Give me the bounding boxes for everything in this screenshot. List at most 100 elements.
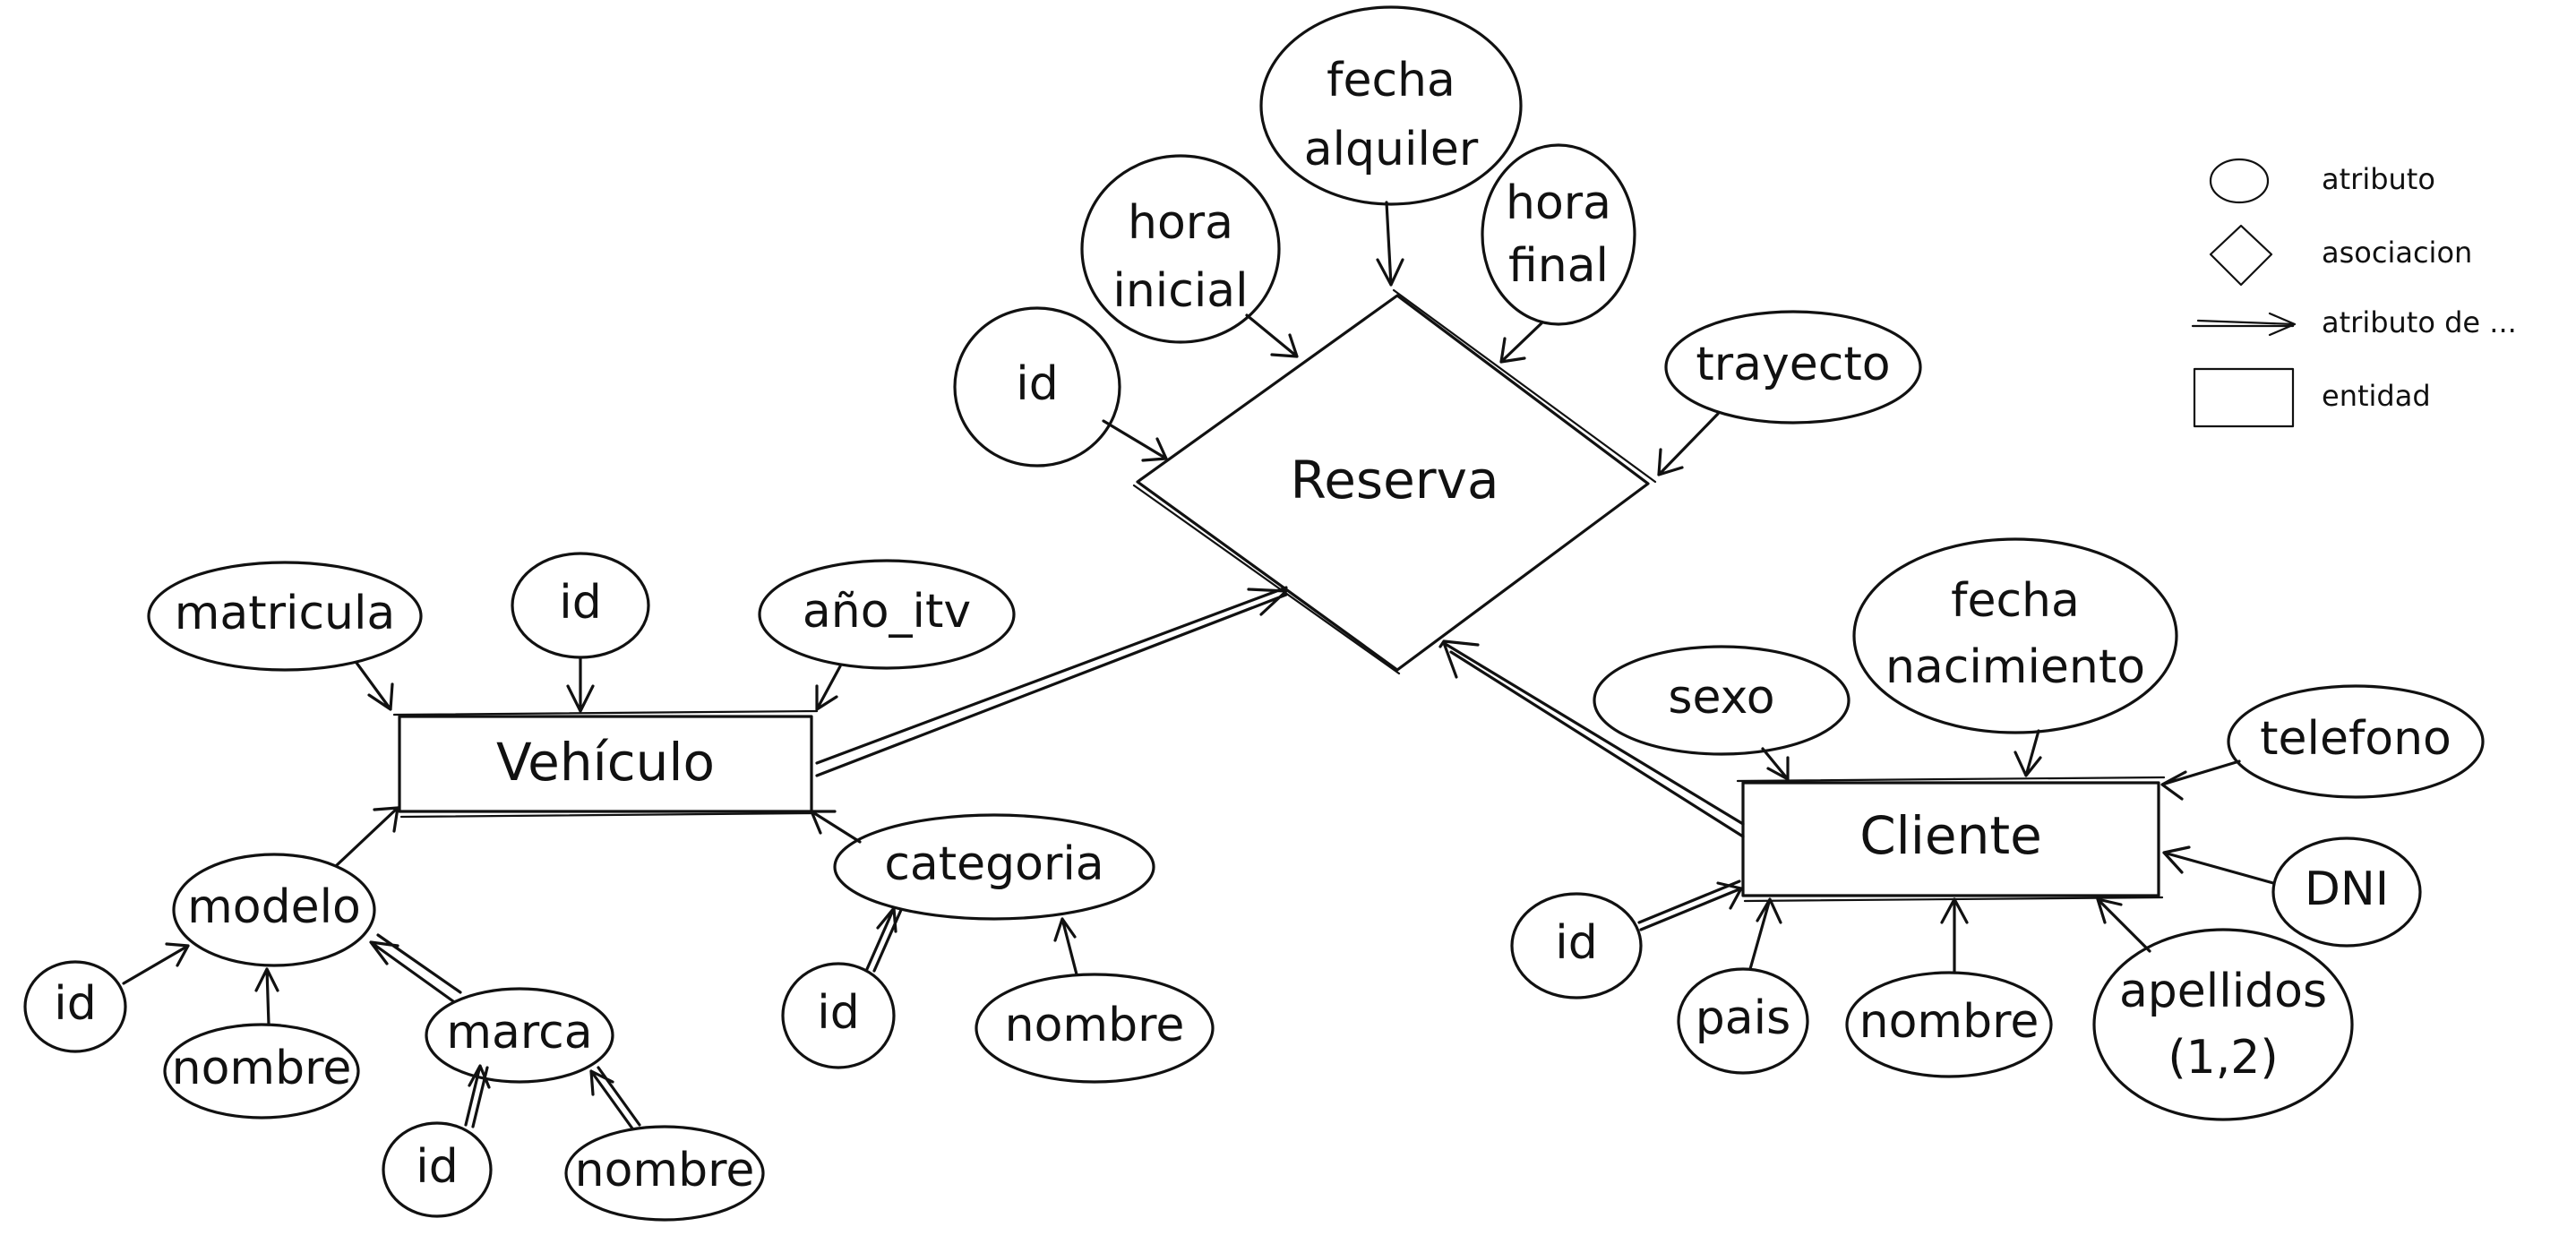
edge-hora-final-reserva	[1499, 321, 1544, 364]
edge-modelo-id	[122, 942, 190, 985]
edge-hora-inicial-reserva	[1245, 313, 1299, 358]
edge-categoria-vehiculo	[810, 810, 862, 844]
attr-reserva-id-label: id	[1016, 357, 1058, 411]
edge-dni-cliente	[2162, 845, 2275, 885]
attr-cliente-id: id	[1510, 892, 1643, 999]
edge-anio-itv-vehiculo	[815, 665, 842, 711]
legend: atributo asociacion atributo de ... enti…	[2191, 158, 2517, 428]
attr-categoria-label: categoria	[884, 837, 1103, 891]
legend-association-symbol	[2209, 224, 2273, 287]
entity-cliente: Cliente	[1736, 776, 2166, 903]
attr-marca-id-label: id	[416, 1140, 458, 1194]
attr-reserva-trayecto-label: trayecto	[1696, 338, 1890, 391]
attr-reserva-hora-inicial-line2: inicial	[1112, 264, 1248, 318]
attr-cliente-pais-label: pais	[1696, 991, 1790, 1045]
attr-vehiculo-id: id	[511, 552, 650, 659]
attr-marca-id: id	[382, 1121, 493, 1218]
edge-sexo-cliente	[1761, 747, 1790, 781]
legend-attribute-of-arrow	[2191, 312, 2297, 337]
attr-cliente-dni: DNI	[2271, 836, 2422, 948]
attr-cliente-nacimiento-line2: nacimiento	[1885, 640, 2145, 694]
cliente-box	[1741, 781, 2160, 897]
attr-cliente-apellidos-line1: apellidos	[2119, 965, 2327, 1018]
attr-cliente-nombre-label: nombre	[1859, 995, 2039, 1049]
edge-id-reserva	[1102, 419, 1168, 462]
legend-attribute-of-label: atributo de ...	[2322, 305, 2517, 339]
attr-vehiculo-anio-itv-label: año_itv	[803, 585, 971, 639]
attr-reserva-fecha-alquiler: fecha alquiler	[1259, 5, 1523, 206]
edge-trayecto-reserva	[1657, 412, 1720, 476]
attr-cliente-id-label: id	[1555, 916, 1597, 970]
edge-id-cliente	[1637, 879, 1743, 931]
edge-pais-cliente	[1748, 897, 1782, 971]
reserva-diamond-sketch	[1132, 288, 1657, 675]
attr-cliente-nombre: nombre	[1845, 971, 2053, 1078]
edge-fecha-alquiler-reserva	[1376, 201, 1404, 287]
attr-reserva-hora-final-line2: final	[1508, 239, 1609, 293]
attr-reserva-hora-inicial-line1: hora	[1128, 196, 1233, 250]
attr-modelo-id: id	[23, 960, 127, 1053]
attr-reserva-id: id	[953, 306, 1121, 468]
attr-vehiculo-anio-itv: año_itv	[758, 559, 1016, 670]
attr-reserva-fecha-line1: fecha	[1327, 54, 1455, 107]
edge-nombre-cliente	[1940, 897, 1969, 974]
attr-cliente-apellidos: apellidos (1,2)	[2092, 928, 2354, 1121]
edge-telefono-cliente	[2160, 759, 2241, 801]
attr-marca-nombre: nombre	[564, 1125, 765, 1222]
attr-cliente-apellidos-line2: (1,2)	[2168, 1031, 2278, 1085]
legend-entity-symbol	[2193, 367, 2295, 428]
edge-categoria-nombre	[1053, 917, 1078, 976]
reserva-diamond	[1136, 294, 1650, 672]
edge-marca-id	[464, 1064, 491, 1128]
edge-vehiculo-reserva	[815, 586, 1288, 777]
legend-entity-label: entidad	[2322, 379, 2431, 413]
attr-cliente-sexo-label: sexo	[1668, 671, 1774, 725]
vehiculo-label: Vehículo	[496, 732, 715, 793]
edge-modelo-nombre	[254, 967, 279, 1026]
attr-cliente-pais: pais	[1677, 967, 1809, 1075]
attr-marca-nombre-label: nombre	[575, 1144, 755, 1197]
attr-cliente-fecha-line1: fecha	[1951, 574, 2080, 628]
attr-cliente-telefono-label: telefono	[2260, 712, 2451, 766]
cliente-label: Cliente	[1859, 805, 2042, 866]
attr-reserva-hora-final-line1: hora	[1506, 176, 1611, 230]
edge-marca-modelo	[369, 933, 462, 1003]
edge-cliente-reserva	[1438, 639, 1745, 838]
attr-marca-label: marca	[446, 1006, 592, 1060]
attr-cliente-fecha-nacimiento: fecha nacimiento	[1852, 537, 2178, 734]
attr-modelo-marca: marca	[425, 987, 614, 1084]
reserva-label: Reserva	[1291, 450, 1499, 510]
attr-categoria-id: id	[781, 962, 896, 1069]
entity-vehiculo: Vehículo	[392, 709, 819, 819]
attr-cliente-sexo: sexo	[1593, 645, 1850, 756]
edge-id-vehiculo	[566, 656, 595, 713]
attr-cliente-dni-label: DNI	[2305, 862, 2389, 916]
vehiculo-box	[398, 715, 813, 813]
attr-modelo-id-label: id	[54, 977, 96, 1031]
legend-attribute-symbol	[2209, 158, 2270, 204]
attr-modelo-nombre-label: nombre	[172, 1042, 352, 1095]
attr-vehiculo-matricula-label: matricula	[175, 587, 396, 640]
edge-categoria-id	[865, 906, 903, 973]
attr-vehiculo-matricula: matricula	[147, 561, 423, 672]
edge-fecha-nacimiento-cliente	[2014, 729, 2042, 777]
attr-vehiculo-categoria: categoria	[833, 813, 1155, 921]
edge-apellidos-cliente	[2096, 897, 2151, 953]
edge-modelo-vehiculo	[335, 806, 399, 867]
attr-reserva-hora-inicial: hora inicial	[1080, 154, 1281, 344]
attr-modelo-nombre: nombre	[163, 1023, 360, 1120]
attr-categoria-nombre-label: nombre	[1005, 999, 1185, 1052]
legend-association-label: asociacion	[2322, 236, 2472, 270]
attr-vehiculo-modelo: modelo	[172, 853, 376, 967]
edge-marca-nombre	[589, 1066, 641, 1130]
edge-matricula-vehiculo	[355, 661, 394, 711]
attr-reserva-hora-final: hora final	[1481, 143, 1636, 326]
attr-reserva-trayecto: trayecto	[1664, 310, 1922, 425]
attr-vehiculo-id-label: id	[559, 576, 601, 630]
attr-modelo-label: modelo	[187, 880, 361, 934]
attr-cliente-telefono: telefono	[2227, 684, 2485, 799]
attr-categoria-nombre: nombre	[975, 973, 1215, 1084]
relationship-reserva: Reserva	[1132, 288, 1657, 675]
